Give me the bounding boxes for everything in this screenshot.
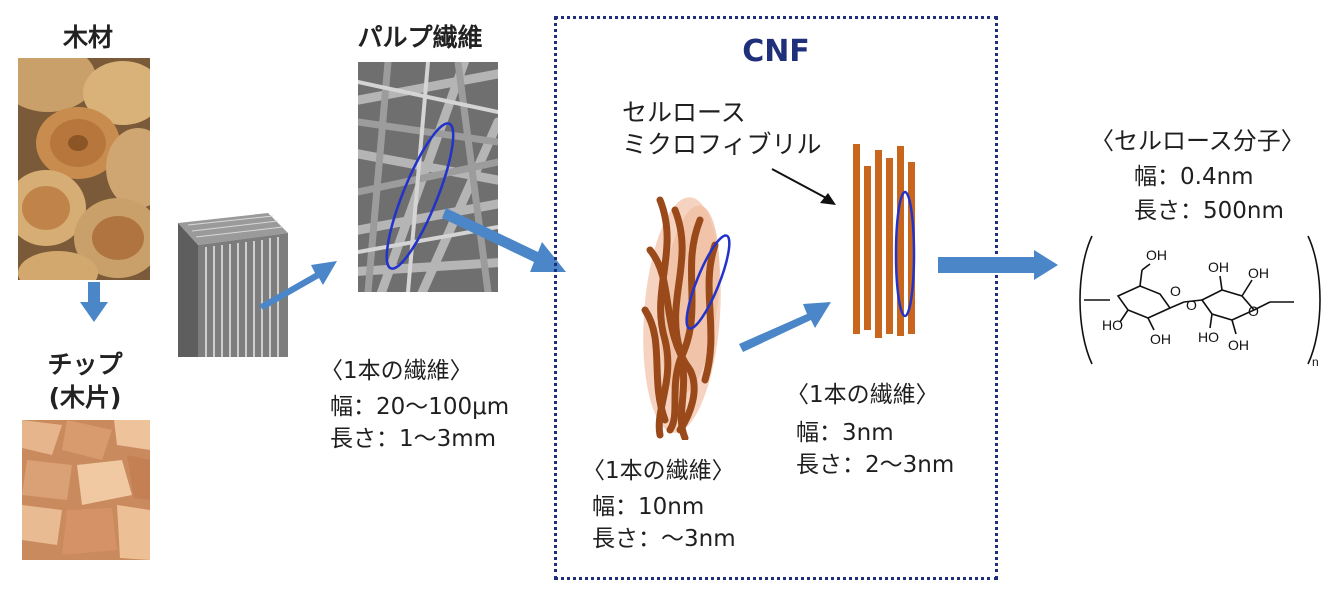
arrow-down-right-icon xyxy=(442,208,566,272)
wood-log-photo xyxy=(18,58,150,280)
cnf-title: CNF xyxy=(742,34,810,69)
fibril-fiber-title: 〈1本の繊維〉 xyxy=(786,382,939,408)
microfibril-label-line1: セルロース xyxy=(622,98,746,127)
chip-label-line1: チップ xyxy=(47,350,123,379)
pointer-arrow-icon xyxy=(771,168,836,205)
molecule-group-label: OH xyxy=(1228,337,1249,353)
microfibril-label-line2: ミクロフィブリル xyxy=(622,130,822,159)
molecule-group-label: HO xyxy=(1198,329,1219,345)
bundle-length: 長さ：〜3nm xyxy=(592,526,736,552)
fibril-length: 長さ：2〜3nm xyxy=(796,452,955,478)
arrow-up-right-icon xyxy=(739,302,831,352)
wood-label: 木材 xyxy=(62,23,113,52)
pulp-fiber-title: 〈1本の繊維〉 xyxy=(320,358,473,384)
wood-cell-structure-image xyxy=(178,213,288,357)
molecule-length: 長さ：500nm xyxy=(1134,198,1284,224)
molecule-group-label: OH xyxy=(1208,259,1229,275)
pulp-width: 幅：20〜100μm xyxy=(330,394,510,420)
chip-label-line2: (木片) xyxy=(48,383,122,412)
molecule-group-label: HO xyxy=(1102,317,1123,333)
molecule-group-label: O xyxy=(1170,283,1181,299)
pulp-fiber-highlight-ellipse xyxy=(385,122,455,270)
molecule-group-label: O xyxy=(1186,297,1197,313)
arrow-up-right-icon xyxy=(259,261,337,310)
molecule-width: 幅：0.4nm xyxy=(1134,164,1254,190)
arrow-right-icon xyxy=(938,250,1058,280)
molecule-group-label: O xyxy=(1248,303,1259,319)
molecule-group-label: OH xyxy=(1150,331,1171,347)
cnf-fiber-bundle-image xyxy=(641,196,731,440)
fibril-width: 幅：3nm xyxy=(796,420,894,446)
arrow-down-icon xyxy=(80,282,108,322)
molecule-group-label: OH xyxy=(1248,265,1269,281)
molecule-title: 〈セルロース分子〉 xyxy=(1090,127,1305,155)
wood-chip-photo xyxy=(22,420,150,560)
cellulose-structure-diagram: OH O HO OH O OH O OH HO OH n xyxy=(1079,235,1321,369)
cnf-microfibril-image xyxy=(853,144,916,338)
cnf-region-box xyxy=(554,16,998,580)
bundle-width: 幅：10nm xyxy=(592,494,705,520)
pulp-length: 長さ：1〜3mm xyxy=(330,426,497,452)
bundle-fiber-title: 〈1本の繊維〉 xyxy=(582,458,735,484)
fibril-highlight-ellipse xyxy=(894,190,916,318)
pulp-label: パルプ繊維 xyxy=(357,23,483,52)
bundle-highlight-ellipse xyxy=(685,234,731,330)
molecule-subscript: n xyxy=(1312,355,1319,369)
molecule-group-label: OH xyxy=(1146,247,1167,263)
